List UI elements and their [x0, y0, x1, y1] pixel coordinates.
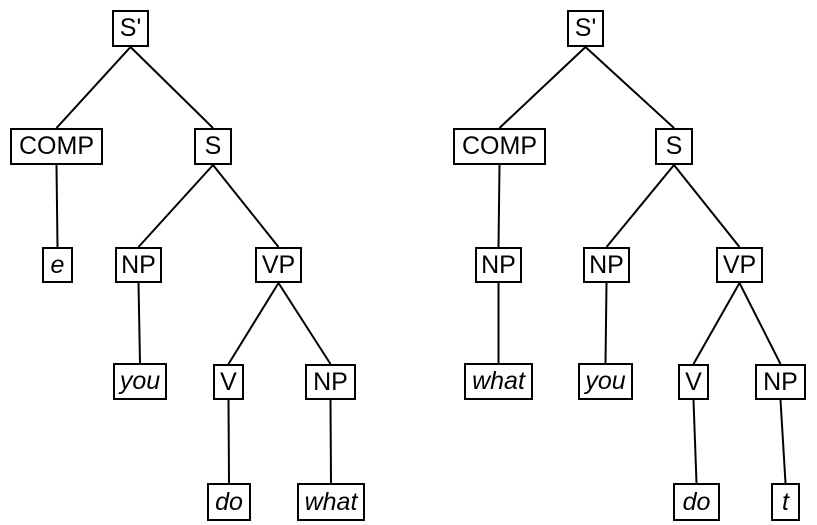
tree-node-r-you: you: [578, 363, 633, 400]
tree-node-label: COMP: [19, 132, 94, 160]
tree-node-r-np-obj: NP: [755, 364, 806, 400]
tree-node-r-what: what: [464, 363, 533, 400]
tree-node-label: NP: [763, 367, 798, 396]
tree-node-label: S': [574, 14, 597, 42]
tree-node-label: NP: [121, 250, 156, 279]
tree-node-l-what: what: [297, 483, 365, 521]
tree-node-r-t: t: [771, 483, 800, 521]
tree-node-label: t: [782, 487, 789, 516]
tree-node-label: V: [220, 367, 237, 396]
tree-node-l-v: V: [213, 364, 244, 400]
tree-node-r-np-comp: NP: [475, 247, 522, 283]
tree-node-l-sbar: S': [112, 10, 149, 47]
tree-node-label: VP: [722, 250, 757, 279]
tree-node-label: what: [304, 487, 358, 516]
tree-node-label: what: [472, 367, 525, 395]
tree-node-l-do: do: [207, 483, 251, 521]
tree-node-r-sbar: S': [567, 10, 604, 47]
tree-node-label: you: [119, 367, 161, 395]
tree-node-l-you: you: [113, 363, 167, 400]
tree-node-label: V: [685, 367, 702, 396]
tree-node-label: NP: [481, 250, 516, 279]
tree-node-label: NP: [313, 367, 348, 396]
tree-node-l-s: S: [194, 128, 232, 165]
tree-node-label: do: [682, 487, 711, 516]
tree-node-l-vp: VP: [255, 247, 302, 283]
tree-node-r-vp: VP: [716, 247, 763, 283]
tree-node-label: you: [585, 367, 626, 395]
tree-node-label: do: [215, 487, 243, 516]
tree-node-l-comp: COMP: [10, 128, 103, 165]
tree-node-l-e: e: [42, 247, 73, 283]
tree-node-label: e: [50, 250, 65, 279]
tree-node-r-np-subj: NP: [583, 247, 630, 283]
tree-node-l-np-subj: NP: [115, 247, 162, 283]
tree-node-label: S: [665, 132, 683, 160]
tree-node-label: COMP: [462, 132, 537, 160]
tree-node-l-np-obj: NP: [305, 364, 356, 400]
tree-node-r-comp: COMP: [453, 128, 546, 165]
tree-node-label: NP: [589, 250, 624, 279]
tree-node-r-s: S: [655, 128, 693, 165]
tree-node-r-do: do: [673, 483, 720, 521]
tree-node-label: S': [119, 14, 142, 42]
tree-node-label: VP: [261, 250, 296, 279]
tree-node-r-v: V: [678, 364, 709, 400]
tree-node-label: S: [204, 132, 222, 160]
